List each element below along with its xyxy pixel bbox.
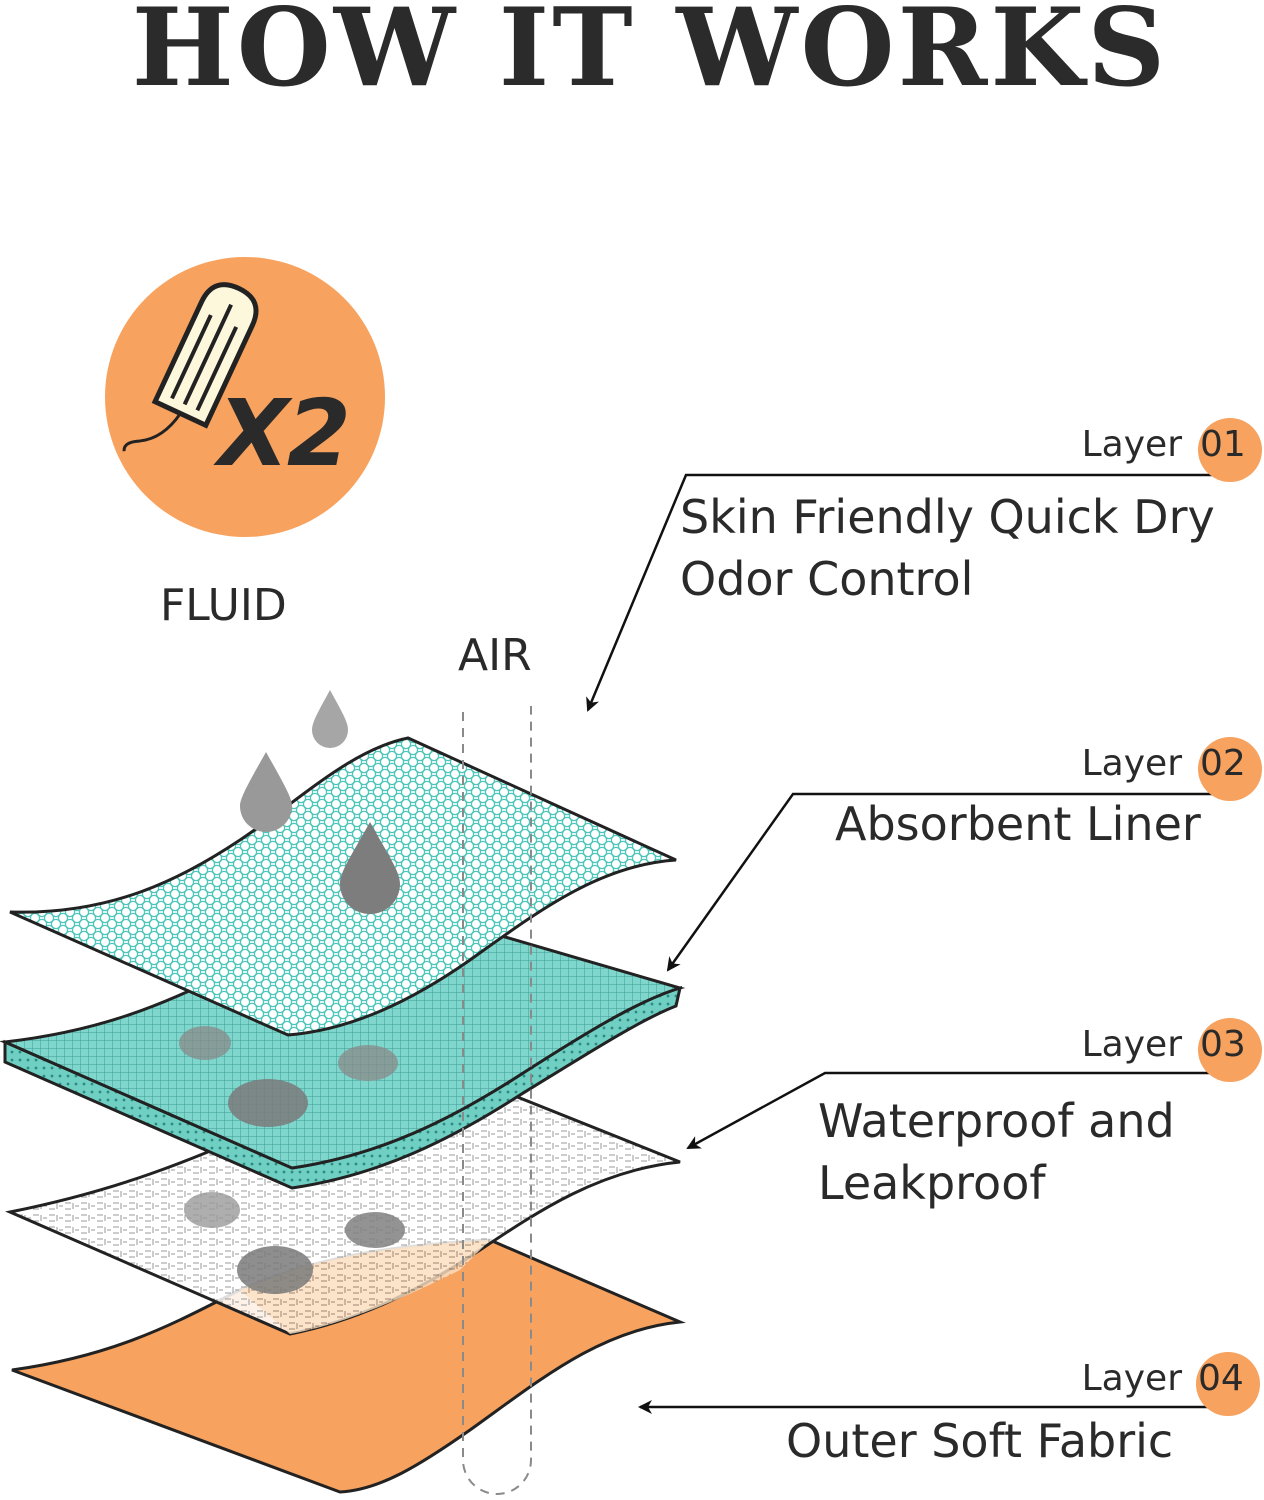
air-label: AIR [458, 630, 532, 681]
arrow-layer-01 [586, 473, 1235, 712]
layer-03-description-line-2: Leakproof [818, 1156, 1046, 1210]
layer-tag-word: Layer [1081, 1358, 1182, 1399]
layer-01-tag: Layer [1082, 424, 1182, 465]
layer-tag-word: Layer [1081, 743, 1182, 784]
tampon-icon [122, 282, 259, 452]
layer-02-tag: Layer [1082, 743, 1182, 784]
drop-icon [340, 822, 400, 914]
layer-04-number-circle [1196, 1352, 1260, 1416]
layer-02-sheet [0, 916, 686, 1170]
layer-03-tag: Layer [1082, 1024, 1182, 1065]
layer-01-number: 01 [1200, 424, 1246, 465]
layer-01-description-line-1: Skin Friendly Quick Dry [680, 490, 1215, 544]
arrow-layer-03 [686, 1071, 1230, 1150]
layer-03-number-circle [1198, 1018, 1262, 1082]
layer-02-number-circle [1198, 737, 1262, 801]
fluid-label: FLUID [160, 580, 287, 631]
layer-02-number: 02 [1200, 743, 1246, 784]
badge-circle [105, 257, 385, 537]
layer-01-number-circle [1198, 418, 1262, 482]
layer-03-description-line-1: Waterproof and [818, 1094, 1175, 1148]
layer-tag-word: Layer [1081, 1024, 1182, 1065]
layer-tag-word: Layer [1081, 424, 1182, 465]
badge-multiplier: X2 [218, 380, 351, 487]
air-channel [462, 706, 532, 1495]
drop-icon [240, 752, 292, 832]
page-title: HOW IT WORKS [131, 0, 1169, 111]
layer-01-description-line-2: Odor Control [680, 552, 974, 606]
layer-03-number: 03 [1200, 1024, 1246, 1065]
arrow-layer-02 [666, 792, 1230, 972]
layer-04-number: 04 [1198, 1358, 1244, 1399]
drop-icon [312, 690, 348, 748]
layer-02-description: Absorbent Liner [835, 797, 1201, 851]
layer-04-description: Outer Soft Fabric [786, 1414, 1174, 1468]
layer-04-tag: Layer [1082, 1358, 1182, 1399]
